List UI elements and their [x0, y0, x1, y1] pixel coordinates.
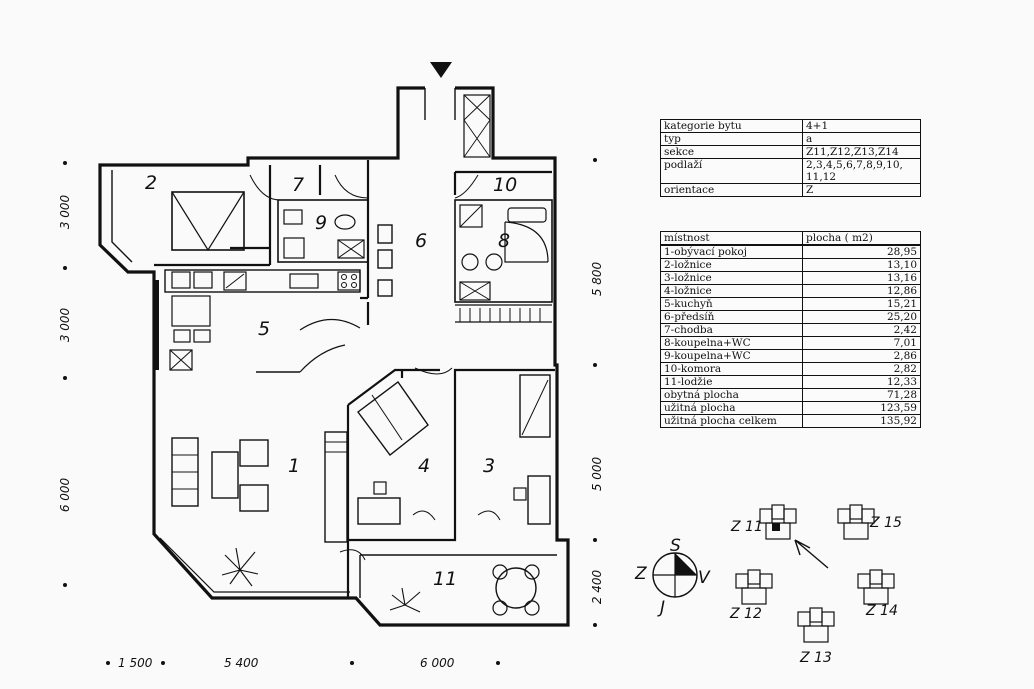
room-area: 12,33	[802, 375, 921, 389]
compass-east-label: V	[698, 568, 710, 588]
room-label-9: 9	[315, 212, 328, 234]
room-name: 10-komora	[660, 362, 803, 376]
room-name: užitná plocha celkem	[660, 414, 803, 428]
room-name: 1-obývací pokoj	[660, 244, 803, 259]
table-row: 11,12	[660, 171, 921, 184]
info-label: typ	[660, 132, 803, 146]
info-value: Z11,Z12,Z13,Z14	[802, 145, 921, 159]
room-label-3: 3	[483, 455, 496, 477]
room-label-2: 2	[145, 172, 158, 194]
room-area: 13,10	[802, 258, 921, 272]
info-label	[660, 171, 803, 184]
room-name: 9-koupelna+WC	[660, 349, 803, 363]
room-name: 2-ložnice	[660, 258, 803, 272]
room-area: 13,16	[802, 271, 921, 285]
dimension-bottom-2: 5 400	[224, 656, 259, 670]
room-label-10: 10	[493, 174, 518, 196]
room-name: 5-kuchyň	[660, 297, 803, 311]
section-label-z12: Z 12	[730, 606, 762, 622]
room-area: 28,95	[802, 244, 921, 259]
room-name: obytná plocha	[660, 388, 803, 402]
dimension-left-mid: 3 000	[58, 307, 73, 343]
dimension-bottom-3: 6 000	[420, 656, 455, 670]
room-name: užitná plocha	[660, 401, 803, 415]
room-area: 2,82	[802, 362, 921, 376]
compass-south-label: J	[660, 598, 666, 618]
info-value: a	[802, 132, 921, 146]
room-name: 3-ložnice	[660, 271, 803, 285]
room-name: 11-lodžie	[660, 375, 803, 389]
info-value: Z	[802, 183, 921, 197]
room-name: 4-ložnice	[660, 284, 803, 298]
info-value: 11,12	[802, 171, 921, 184]
room-name: 8-koupelna+WC	[660, 336, 803, 350]
info-value: 2,3,4,5,6,7,8,9,10,	[802, 158, 921, 171]
info-label: podlaží	[660, 158, 803, 171]
compass-north-label: S	[670, 536, 681, 556]
room-area: 71,28	[802, 388, 921, 402]
info-label: kategorie bytu	[660, 119, 803, 133]
room-area: 12,86	[802, 284, 921, 298]
room-label-11: 11	[433, 568, 458, 590]
room-name: 7-chodba	[660, 323, 803, 337]
room-label-1: 1	[288, 455, 301, 477]
room-label-7: 7	[292, 174, 305, 196]
room-area: 135,92	[802, 414, 921, 428]
room-area: 123,59	[802, 401, 921, 415]
dimension-right-bottom: 2 400	[590, 569, 605, 605]
header-room: místnost	[660, 231, 803, 246]
dimension-bottom-1: 1 500	[118, 656, 153, 670]
dimension-left-bottom: 6 000	[58, 477, 73, 513]
room-label-4: 4	[418, 455, 431, 477]
room-label-5: 5	[258, 318, 271, 340]
room-area: 7,01	[802, 336, 921, 350]
dimension-right-mid: 5 000	[590, 456, 605, 492]
section-label-z11: Z 11	[731, 519, 763, 535]
room-label-8: 8	[498, 230, 511, 252]
dimension-right-top: 5 800	[590, 261, 605, 297]
header-area: plocha ( m2)	[802, 231, 921, 246]
section-label-z14: Z 14	[866, 603, 898, 619]
section-label-z15: Z 15	[870, 515, 902, 531]
room-area: 25,20	[802, 310, 921, 324]
section-label-z13: Z 13	[800, 650, 832, 666]
compass-west-label: Z	[635, 564, 647, 584]
room-name: 6-předsíň	[660, 310, 803, 324]
dimension-left-top: 3 000	[58, 194, 73, 230]
room-area: 15,21	[802, 297, 921, 311]
room-area: 2,42	[802, 323, 921, 337]
info-value: 4+1	[802, 119, 921, 133]
room-area: 2,86	[802, 349, 921, 363]
info-label: orientace	[660, 183, 803, 197]
room-label-6: 6	[415, 230, 428, 252]
info-label: sekce	[660, 145, 803, 159]
